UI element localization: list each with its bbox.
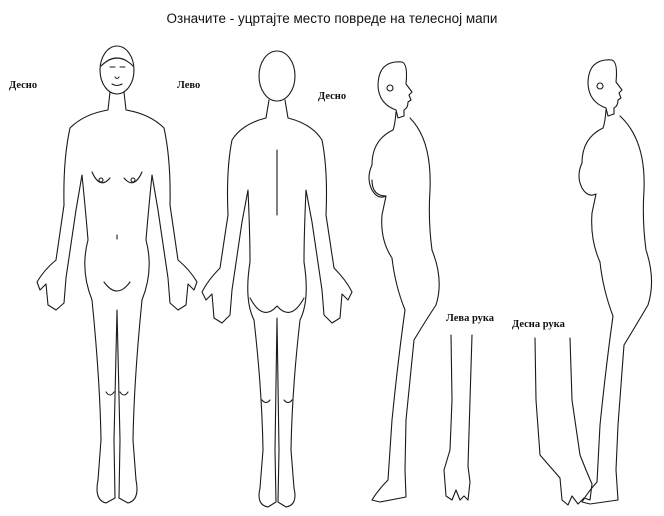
left-arm-outline — [444, 335, 472, 500]
front-nipple-right — [99, 178, 103, 182]
figure-back[interactable] — [202, 51, 352, 507]
front-hairline — [101, 58, 133, 66]
figure-side-right[interactable] — [579, 60, 652, 504]
front-face — [110, 67, 125, 86]
right-arm-drawing[interactable] — [535, 338, 592, 505]
back-knees — [262, 400, 292, 403]
front-navel-pelvis — [104, 235, 130, 291]
right-arm-outline — [535, 338, 592, 505]
side1-ear — [387, 85, 393, 91]
front-knees — [106, 392, 128, 395]
left-arm-drawing[interactable] — [444, 335, 472, 500]
front-body-outline — [37, 92, 197, 503]
figure-front[interactable] — [37, 46, 197, 503]
side1-body-outline — [369, 112, 439, 502]
figure-side-left[interactable] — [369, 62, 439, 502]
back-head — [259, 51, 295, 101]
front-nipple-left — [131, 178, 135, 182]
side2-body-outline — [579, 110, 652, 504]
back-spine-buttocks — [250, 150, 304, 312]
side1-head — [378, 62, 412, 118]
side2-ear — [597, 83, 603, 89]
front-head — [100, 46, 134, 94]
side2-head — [588, 60, 622, 116]
